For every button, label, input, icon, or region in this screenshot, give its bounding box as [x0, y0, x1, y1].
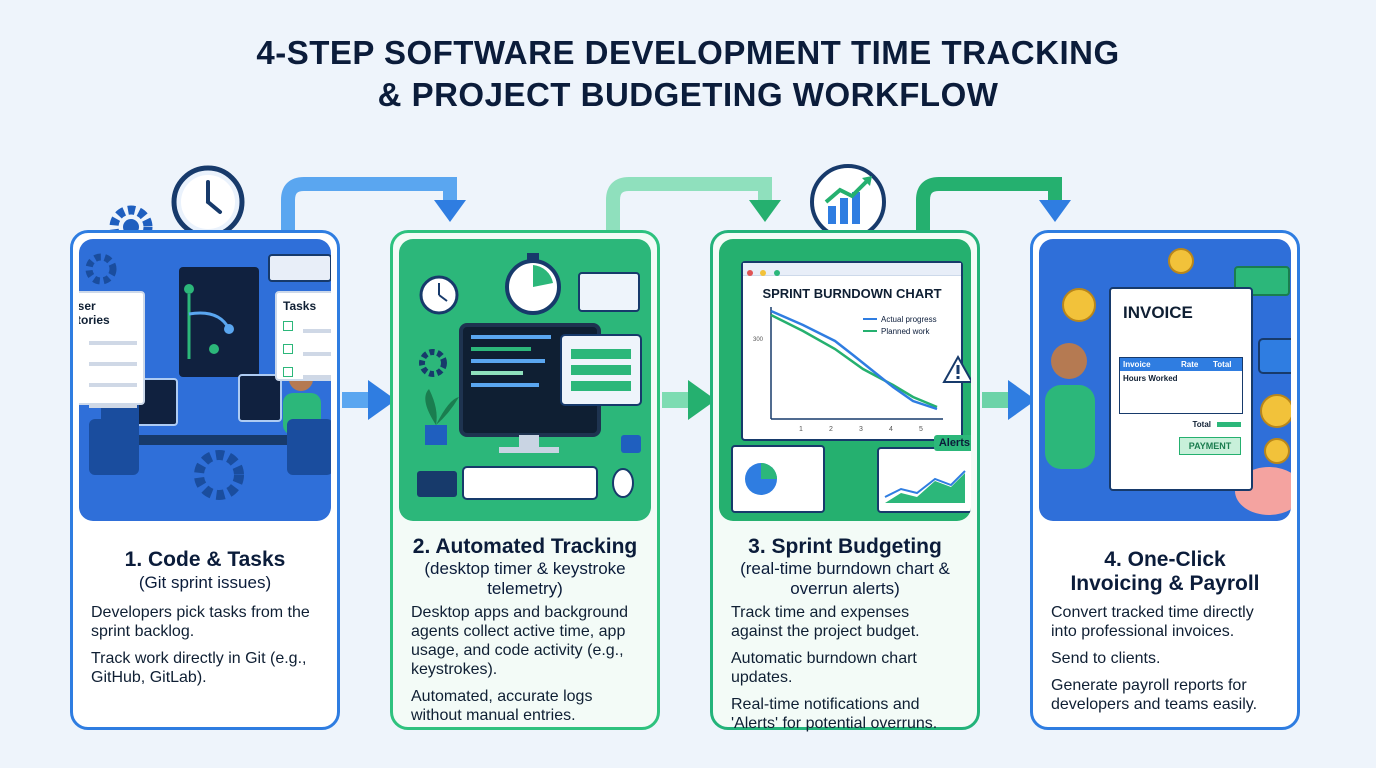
invoice-total-label: Total	[1192, 420, 1211, 429]
step-1-heading: 1. Code & Tasks	[124, 548, 286, 571]
x-tick-label: 4	[889, 426, 893, 433]
alerts-label: Alerts	[933, 435, 971, 451]
step-4-desc-3: Generate payroll reports for developers …	[1051, 677, 1258, 713]
step-4-heading: 4. One-Click Invoicing & Payroll	[1070, 548, 1260, 595]
step-3-desc-3: Real-time notifications and 'Alerts' for…	[731, 696, 938, 732]
step-card-1: User Stories Tasks 1. Code & Tasks (Git …	[70, 230, 340, 730]
step-2-illustration	[399, 239, 651, 521]
clock-icon	[171, 165, 245, 239]
step-2-heading: 2. Automated Tracking	[412, 535, 638, 558]
step-1-illustration: User Stories Tasks	[79, 239, 331, 521]
planned-work-line	[770, 313, 938, 409]
tasks-label: Tasks	[283, 299, 317, 313]
x-tick-label: 5	[919, 426, 923, 433]
step-4-illustration: INVOICE Invoice Rate Total Hours Worked …	[1039, 239, 1291, 521]
legend-actual: Actual progress	[881, 315, 937, 324]
burndown-chart-window: SPRINT BURNDOWN CHART 300 Actual progres…	[741, 261, 971, 441]
invoice-col-invoice: Invoice	[1123, 360, 1151, 369]
step-card-2: 2. Automated Tracking (desktop timer & k…	[390, 230, 660, 730]
step-1-description: Developers pick tasks from the sprint ba…	[91, 603, 323, 695]
step-2-description: Desktop apps and background agents colle…	[411, 603, 643, 733]
connector-arrow-2-3	[606, 177, 781, 237]
step-card-4: INVOICE Invoice Rate Total Hours Worked …	[1030, 230, 1300, 730]
warning-icon	[942, 354, 971, 383]
x-tick-label: 3	[859, 426, 863, 433]
step-4-desc-1: Convert tracked time directly into profe…	[1051, 604, 1254, 640]
invoice-title: INVOICE	[1123, 303, 1193, 322]
chart-title: SPRINT BURNDOWN CHART	[762, 286, 942, 301]
y-tick-label: 300	[753, 337, 764, 343]
invoice-col-total: Total	[1213, 360, 1232, 369]
page-title: 4-STEP SOFTWARE DEVELOPMENT TIME TRACKIN…	[0, 32, 1376, 116]
arrow-right-3	[982, 380, 1036, 420]
legend-planned: Planned work	[881, 327, 930, 336]
actual-progress-line	[770, 309, 938, 411]
step-card-3: SPRINT BURNDOWN CHART 300 Actual progres…	[710, 230, 980, 732]
step-4-desc-2: Send to clients.	[1051, 650, 1161, 667]
arrow-right-2	[662, 380, 716, 420]
step-3-illustration: SPRINT BURNDOWN CHART 300 Actual progres…	[719, 239, 971, 521]
arrow-right-1	[342, 380, 396, 420]
user-stories-panel: User Stories	[79, 291, 145, 408]
step-3-desc-2: Automatic burndown chart updates.	[731, 650, 917, 686]
user-stories-label: User Stories	[79, 299, 110, 327]
invoice-col-rate: Rate	[1181, 360, 1199, 369]
step-2-subtitle: (desktop timer & keystroke telemetry)	[424, 559, 626, 598]
alerts-widget: Alerts	[877, 435, 971, 513]
title-line-1: 4-STEP SOFTWARE DEVELOPMENT TIME TRACKIN…	[256, 34, 1120, 71]
step-1-desc-2: Track work directly in Git (e.g., GitHub…	[91, 650, 307, 686]
invoice-row-hours: Hours Worked	[1123, 374, 1178, 383]
invoice-document: INVOICE Invoice Rate Total Hours Worked …	[1109, 287, 1253, 491]
step-3-heading: 3. Sprint Budgeting	[748, 535, 942, 558]
step-1-subtitle: (Git sprint issues)	[138, 573, 272, 592]
payment-button[interactable]: PAYMENT	[1179, 437, 1241, 455]
step-2-desc-1: Desktop apps and background agents colle…	[411, 604, 629, 678]
x-tick-label: 2	[829, 426, 833, 433]
step-2-desc-2: Automated, accurate logs without manual …	[411, 688, 593, 724]
pie-widget	[731, 445, 825, 513]
x-tick-label: 1	[799, 426, 803, 433]
step-3-desc-1: Track time and expenses against the proj…	[731, 604, 920, 640]
step-1-desc-1: Developers pick tasks from the sprint ba…	[91, 604, 310, 640]
tasks-panel: Tasks	[275, 291, 331, 381]
step-3-subtitle: (real-time burndown chart & overrun aler…	[740, 559, 950, 598]
step-3-description: Track time and expenses against the proj…	[731, 603, 963, 741]
connector-arrow-3-4	[916, 177, 1071, 237]
title-line-2: & PROJECT BUDGETING WORKFLOW	[377, 76, 999, 113]
connector-arrow-1-2	[281, 177, 466, 237]
step-4-description: Convert tracked time directly into profe…	[1051, 603, 1283, 722]
